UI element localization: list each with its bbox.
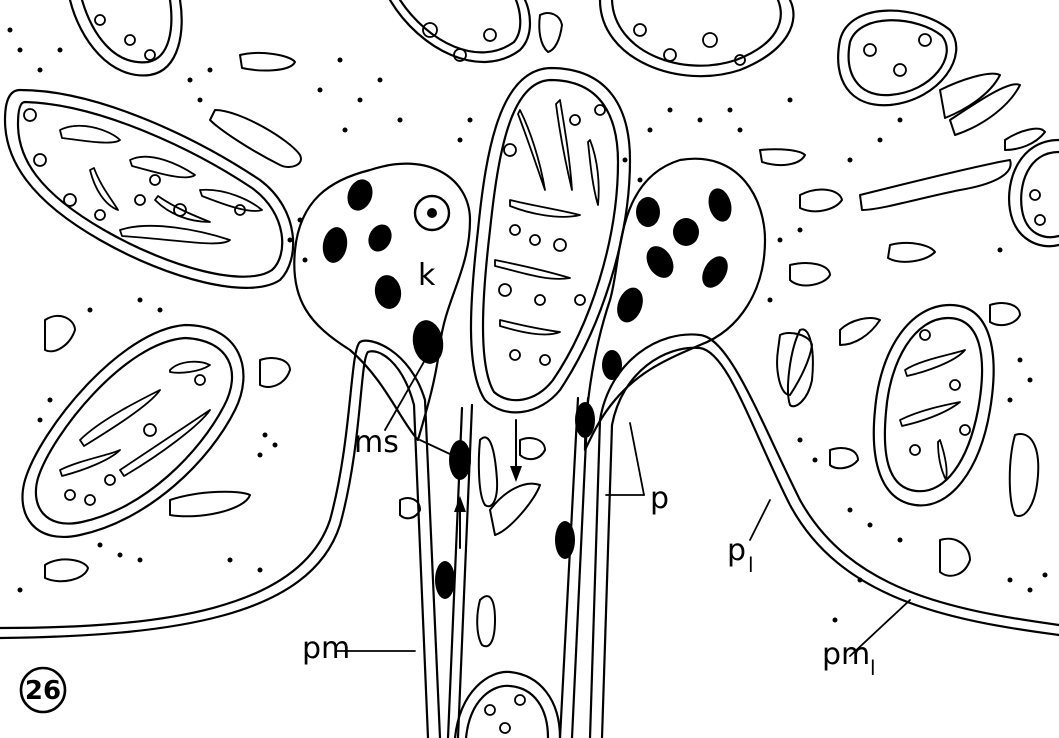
right-plasma-membrane-outer (590, 334, 1059, 738)
central-mitochondrion-inner (483, 80, 618, 400)
label-pm1: pm (822, 637, 870, 672)
label-ms: ms (354, 425, 399, 460)
mitochondrion-lower-left-outer (22, 325, 243, 537)
label-p1-subscript: l (748, 553, 754, 577)
label-p1: p (727, 533, 746, 568)
arrow-up-head (454, 496, 466, 512)
label-pm1-subscript: l (870, 656, 876, 680)
ribosome-dots (8, 28, 1048, 623)
figure-number: 26 (25, 676, 61, 706)
right-bulb (585, 159, 765, 450)
mitochondrion-top-left-inner (18, 102, 282, 277)
mitochondrion-top-center-left (390, 0, 530, 62)
left-plasma-membrane-inner (0, 351, 428, 738)
label-pm: pm (302, 631, 350, 666)
mitochondrion-right-edge (1009, 140, 1059, 246)
arrow-down-head (510, 466, 522, 482)
label-p: p (650, 481, 669, 516)
mitochondrion-top-far-right (838, 11, 956, 106)
left-plasma-membrane-outer (0, 341, 440, 738)
mitochondrion-right-inner (885, 318, 982, 491)
label-k: k (418, 258, 436, 293)
mitochondrion-bottom-center (455, 672, 560, 738)
